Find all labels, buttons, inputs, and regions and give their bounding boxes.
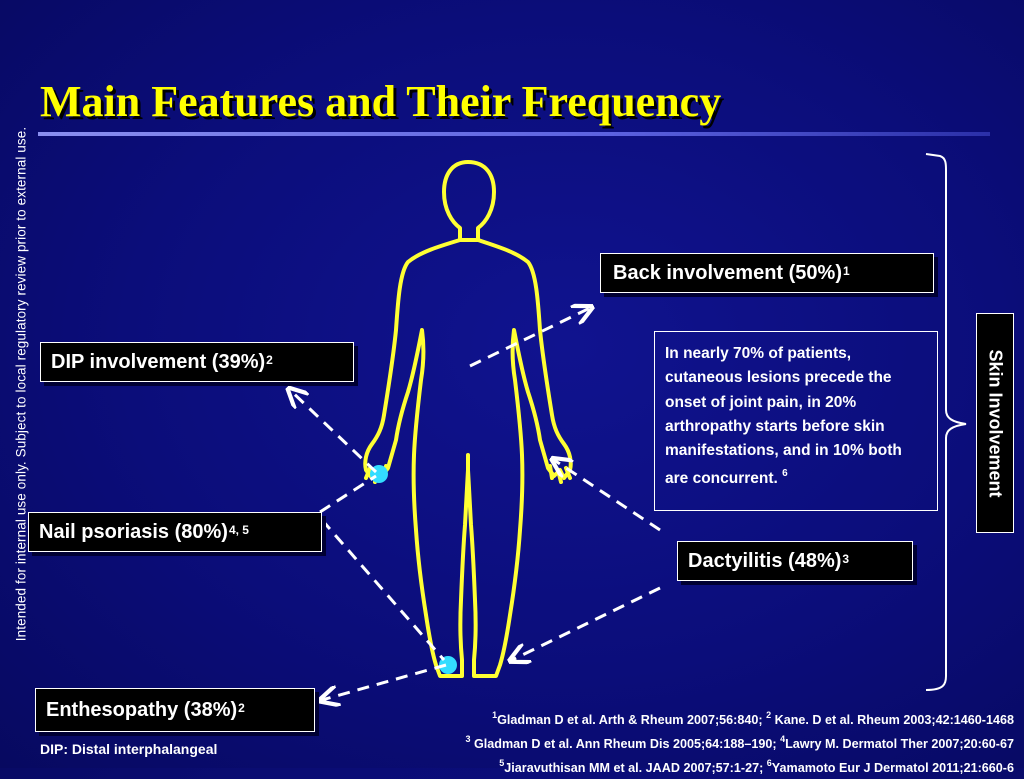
dactylitis-arrow bbox=[554, 460, 661, 532]
heel-marker bbox=[439, 656, 457, 674]
dactylitis-label: Dactyilitis (48%)3 bbox=[677, 541, 913, 581]
nail-to-heel-line bbox=[320, 519, 446, 661]
timing-info-box: In nearly 70% of patients, cutaneous les… bbox=[654, 331, 938, 511]
skin-involvement-label: Skin Involvement bbox=[976, 313, 1014, 533]
enthesopathy-arrow bbox=[322, 663, 447, 700]
dip-involvement-label: DIP involvement (39%)2 bbox=[40, 342, 354, 382]
title-underline bbox=[38, 132, 990, 136]
nail-psoriasis-label: Nail psoriasis (80%)4, 5 bbox=[28, 512, 322, 552]
back-arrow bbox=[469, 308, 590, 368]
dactylitis-foot-arrow bbox=[512, 586, 661, 660]
reference-line: 1Gladman D et al. Arth & Rheum 2007;56:8… bbox=[492, 710, 1014, 728]
nail-arrow bbox=[319, 474, 377, 514]
dip-arrow bbox=[290, 390, 378, 474]
skin-bracket bbox=[925, 153, 967, 691]
enthesopathy-label: Enthesopathy (38%)2 bbox=[35, 688, 315, 732]
dip-footnote: DIP: Distal interphalangeal bbox=[40, 741, 218, 757]
human-body-outline bbox=[363, 160, 573, 678]
reference-line: 5Jiaravuthisan MM et al. JAAD 2007;57:1-… bbox=[499, 758, 1014, 776]
back-involvement-label: Back involvement (50%)1 bbox=[600, 253, 934, 293]
pointer-arrows bbox=[290, 308, 661, 700]
reference-line: 3 Gladman D et al. Ann Rheum Dis 2005;64… bbox=[465, 734, 1014, 752]
page-title: Main Features and Their Frequency bbox=[40, 77, 722, 126]
